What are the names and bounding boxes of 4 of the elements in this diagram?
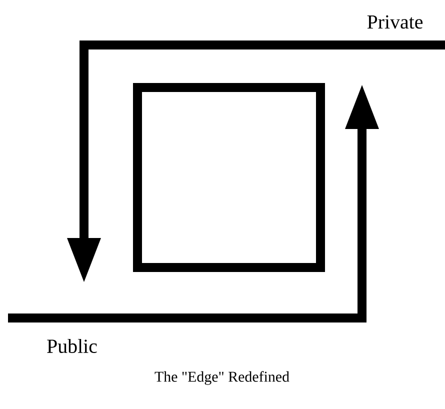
caption: The "Edge" Redefined <box>154 371 290 385</box>
region-label: Public <box>47 338 97 353</box>
region-label: Private <box>367 15 423 29</box>
square-box <box>133 83 325 272</box>
